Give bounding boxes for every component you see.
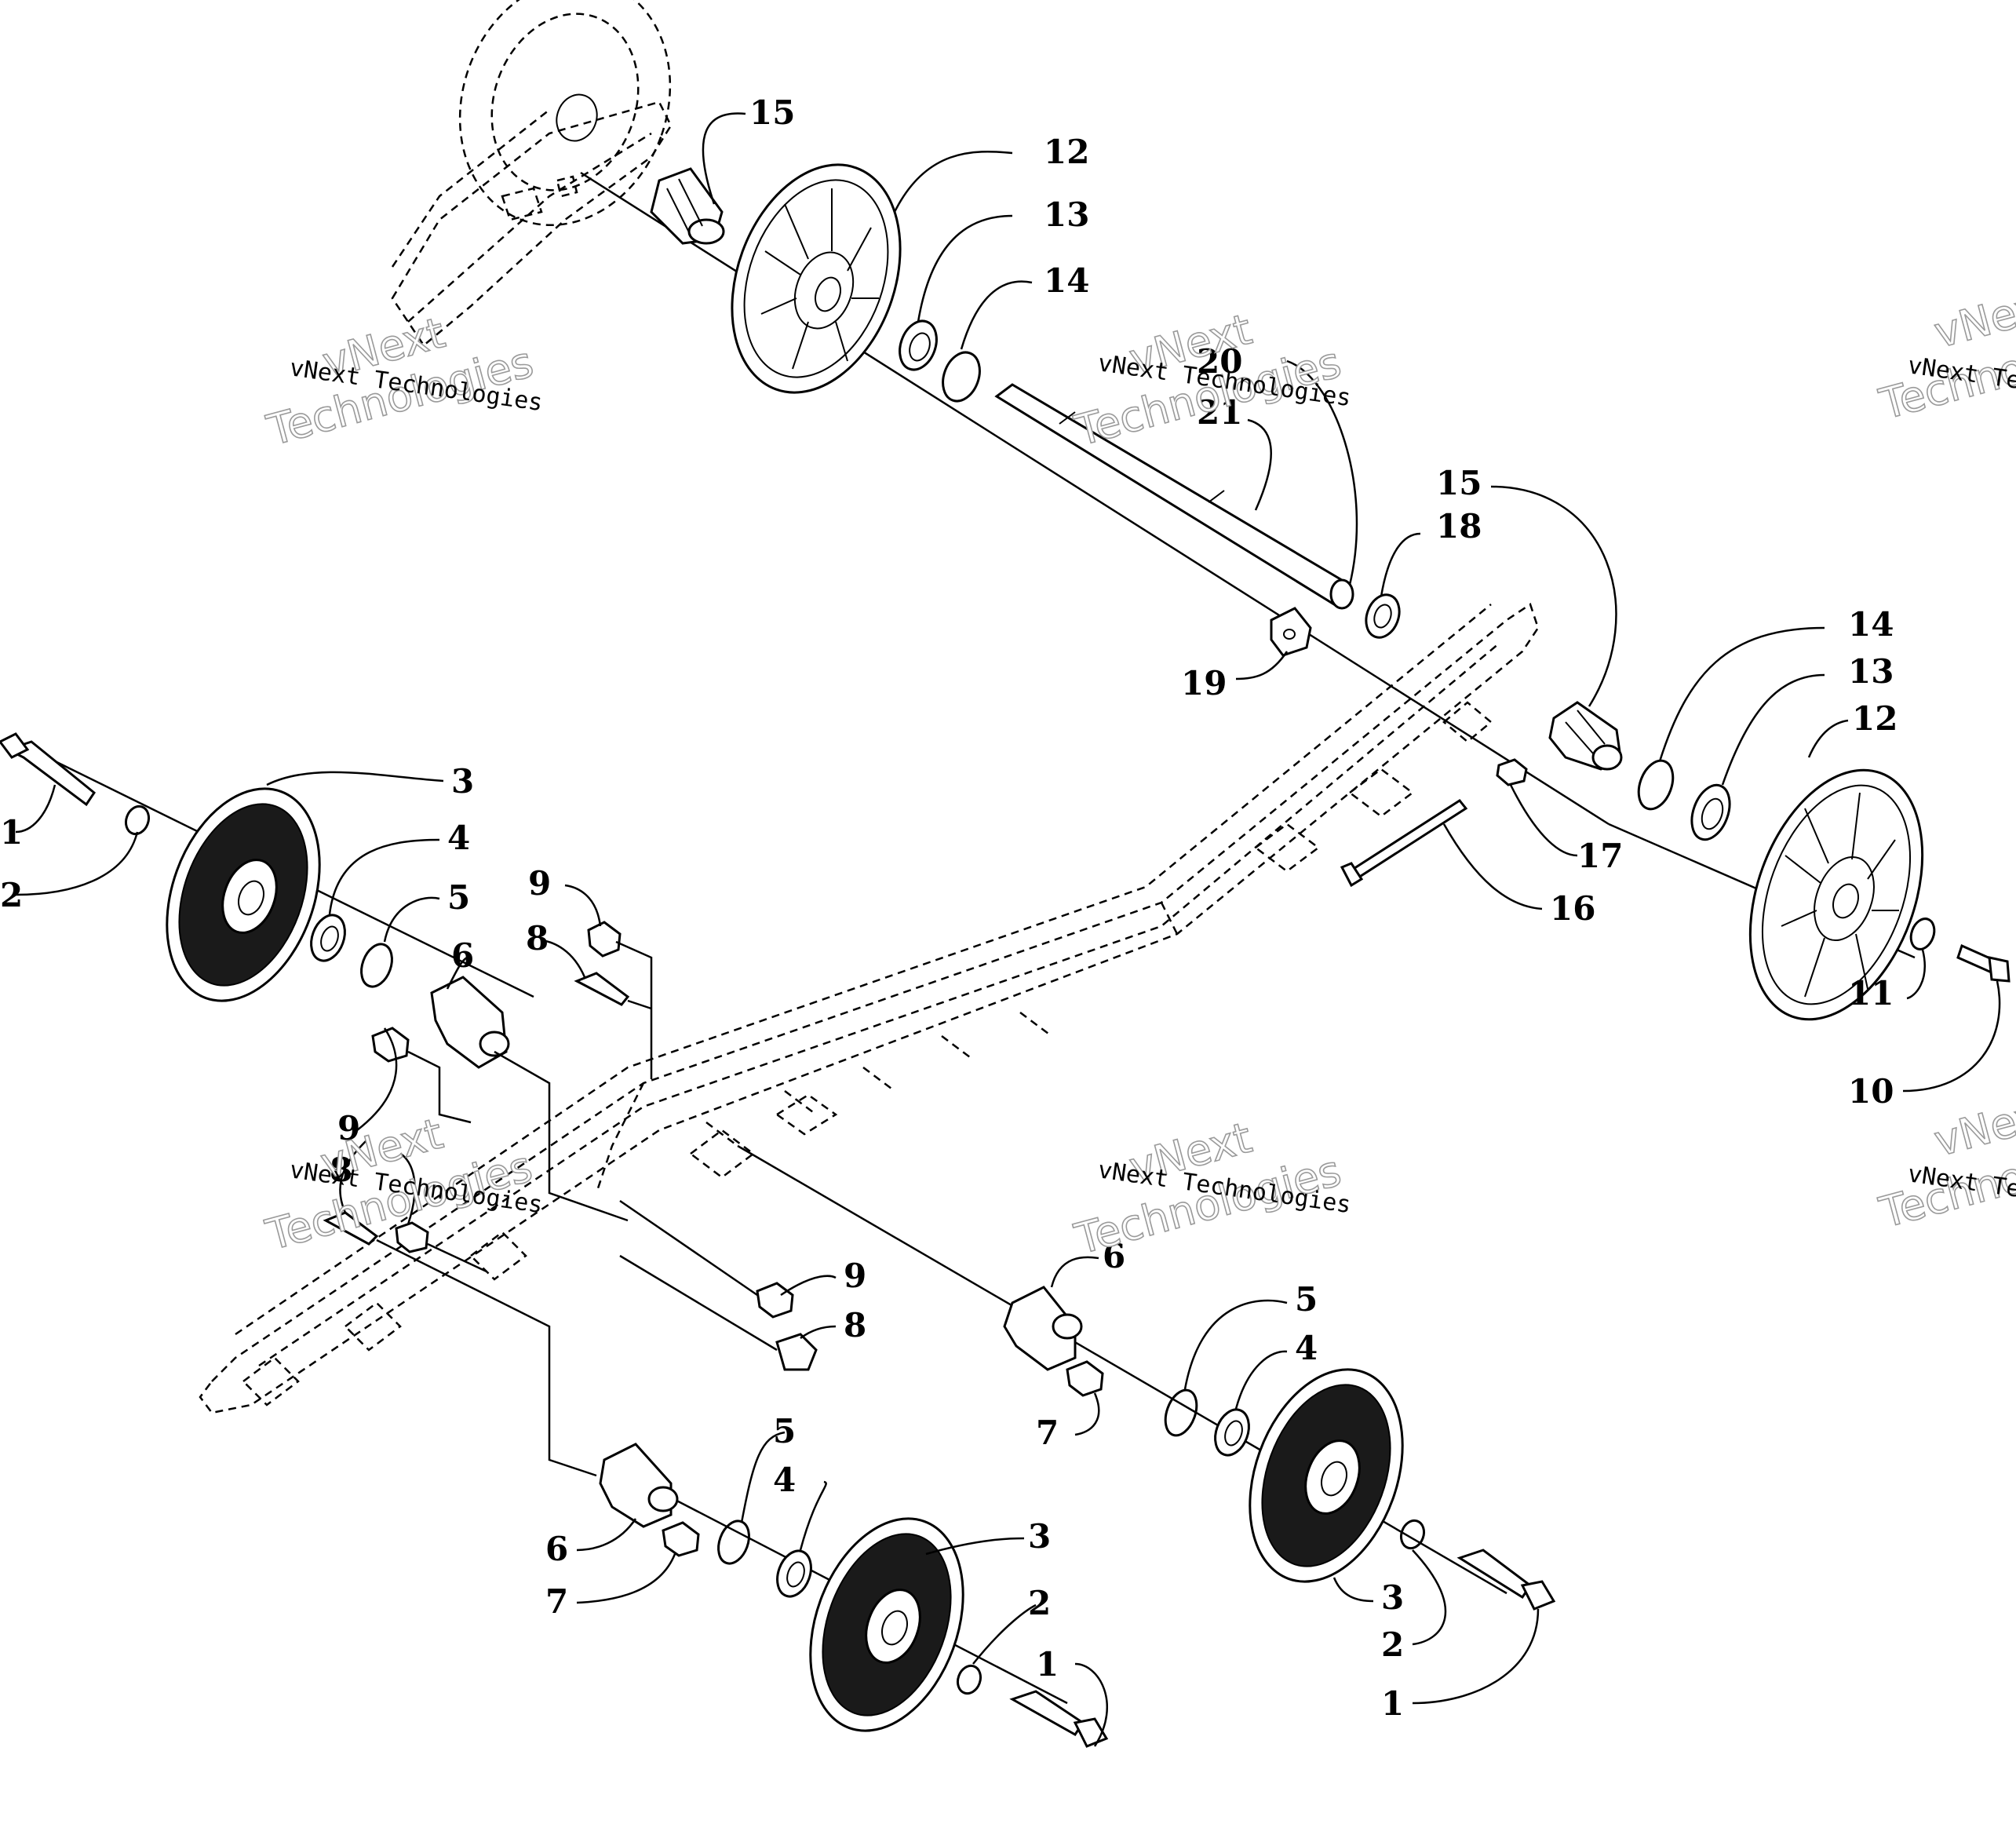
snap-ring-upper-left-5 — [360, 943, 393, 988]
bolt-10 — [1956, 943, 2011, 983]
callout-1-lower-left: 1 — [1036, 1645, 1059, 1684]
callout-2-right: 2 — [1381, 1625, 1404, 1664]
snap-ring-lower-left-5 — [717, 1519, 750, 1565]
nut-mid-9 — [756, 1282, 794, 1319]
callout-3-lower-left: 3 — [1028, 1517, 1051, 1556]
bearing-lower-left-4 — [776, 1549, 812, 1598]
bolt-mid-8 — [775, 1333, 818, 1371]
watermark-top-right: vNext Technologies — [1874, 277, 2016, 429]
washer-upper-left-2 — [124, 804, 151, 836]
callout-1-upper-left: 1 — [0, 813, 23, 852]
nut-lower-left-7 — [662, 1521, 700, 1557]
bearing-upper-13 — [899, 319, 938, 371]
callout-11: 11 — [1848, 974, 1894, 1012]
callout-3-upper-left: 3 — [451, 762, 474, 801]
snap-ring-lower-right-5 — [1164, 1388, 1198, 1437]
long-bolt-16 — [1340, 799, 1468, 888]
bearing-upper-left-4 — [310, 914, 346, 962]
assembly-line-e — [376, 1239, 597, 1477]
bolt-mid-left-8 — [323, 1211, 379, 1246]
bolt-upper-left-1 — [0, 732, 97, 807]
callout-12-right: 12 — [1852, 699, 1898, 738]
rear-idler-wheel-upper — [731, 163, 902, 394]
washer-lower-left-2 — [956, 1664, 982, 1695]
snap-ring-upper-14 — [942, 351, 981, 403]
wheel-lower-left-3 — [809, 1517, 964, 1732]
nut-mid-left-9 — [395, 1221, 429, 1253]
callout-4-lower-left: 4 — [773, 1461, 796, 1499]
callout-6-right: 6 — [1103, 1237, 1125, 1275]
callout-6-lower-left: 6 — [545, 1530, 568, 1568]
callout-4-upper-left: 4 — [447, 819, 470, 857]
callout-3-right: 3 — [1381, 1578, 1404, 1617]
nut-17 — [1496, 758, 1528, 786]
bolt-top-8 — [574, 972, 630, 1006]
callout-20: 20 — [1197, 342, 1242, 381]
wheel-lower-right-3 — [1249, 1368, 1404, 1583]
callout-5-upper-left: 5 — [447, 878, 470, 917]
callout-4-right: 4 — [1295, 1329, 1318, 1367]
assembly-line-f — [427, 1242, 487, 1273]
nut-lower-right-7 — [1066, 1360, 1104, 1397]
axle-mount-lower-right-6 — [1003, 1286, 1083, 1371]
wheel-upper-left-3 — [166, 787, 321, 1002]
assembly-line-c — [494, 1050, 629, 1222]
assembly-line-d — [407, 1050, 472, 1124]
callout-leaders — [15, 112, 2001, 1747]
callout-6-upper-left: 6 — [451, 936, 474, 975]
callout-9-mid: 9 — [844, 1257, 866, 1295]
nut-top-9 — [587, 921, 622, 958]
callout-15-top: 15 — [749, 93, 795, 132]
callout-1-right: 1 — [1381, 1684, 1404, 1723]
callout-13-right: 13 — [1848, 652, 1894, 691]
callout-12-top: 12 — [1044, 133, 1089, 171]
callout-19: 19 — [1181, 664, 1227, 702]
callout-8-mid: 8 — [844, 1306, 866, 1344]
callout-8-top: 8 — [526, 919, 549, 958]
callout-8-left: 8 — [330, 1151, 352, 1189]
callout-5-right: 5 — [1295, 1280, 1318, 1319]
assembly-line-h — [619, 1254, 778, 1352]
callout-7-right: 7 — [1036, 1414, 1059, 1452]
assembly-line-b — [627, 999, 652, 1010]
snap-ring-lower-14 — [1637, 759, 1675, 811]
washer-18 — [1365, 593, 1401, 639]
nut-upper-left-9 — [371, 1027, 410, 1063]
callout-13-top: 13 — [1044, 195, 1089, 234]
axle-mount-upper-6 — [430, 976, 510, 1069]
callout-14-top: 14 — [1044, 261, 1089, 300]
slider-block-19 — [1270, 607, 1312, 657]
bearing-lower-right-4 — [1214, 1408, 1250, 1457]
callout-9-top: 9 — [528, 864, 551, 903]
callout-14-right: 14 — [1848, 605, 1894, 644]
callout-5-lower-left: 5 — [773, 1412, 796, 1450]
rear-idler-wheel-phantom — [458, 0, 672, 227]
callout-10: 10 — [1848, 1072, 1894, 1111]
callout-21: 21 — [1197, 393, 1242, 432]
washer-lower-right-2 — [1399, 1519, 1426, 1550]
rear-idler-wheel-lower — [1748, 768, 1924, 1021]
callout-labels: 15 12 13 14 20 21 15 18 19 14 13 12 17 1… — [0, 93, 1898, 1723]
assembly-line-a — [615, 940, 653, 1079]
suspension-rail-frame — [199, 603, 1540, 1414]
axle-mount-lower-left-6 — [599, 1443, 679, 1528]
svg-text:vNext: vNext — [1929, 278, 2016, 358]
callout-18: 18 — [1436, 507, 1482, 545]
rear-hub-spacer-upper — [650, 167, 725, 245]
svg-text:vNext: vNext — [1929, 1086, 2016, 1166]
bolt-lower-right-1 — [1456, 1549, 1556, 1611]
callout-9-left: 9 — [337, 1109, 360, 1147]
callout-16: 16 — [1550, 889, 1595, 928]
callout-2-upper-left: 2 — [0, 876, 23, 914]
callout-15-right: 15 — [1436, 464, 1482, 502]
callout-2-lower-left: 2 — [1028, 1584, 1051, 1622]
callout-17: 17 — [1577, 837, 1623, 875]
bearing-lower-13 — [1690, 783, 1731, 841]
rear-hub-spacer-lower — [1548, 701, 1623, 771]
washer-11 — [1909, 918, 1936, 950]
assembly-line-g — [619, 1199, 758, 1297]
watermark-mid-right: vNext Technologies — [1874, 1085, 2016, 1238]
callout-7-lower-left: 7 — [545, 1582, 568, 1621]
